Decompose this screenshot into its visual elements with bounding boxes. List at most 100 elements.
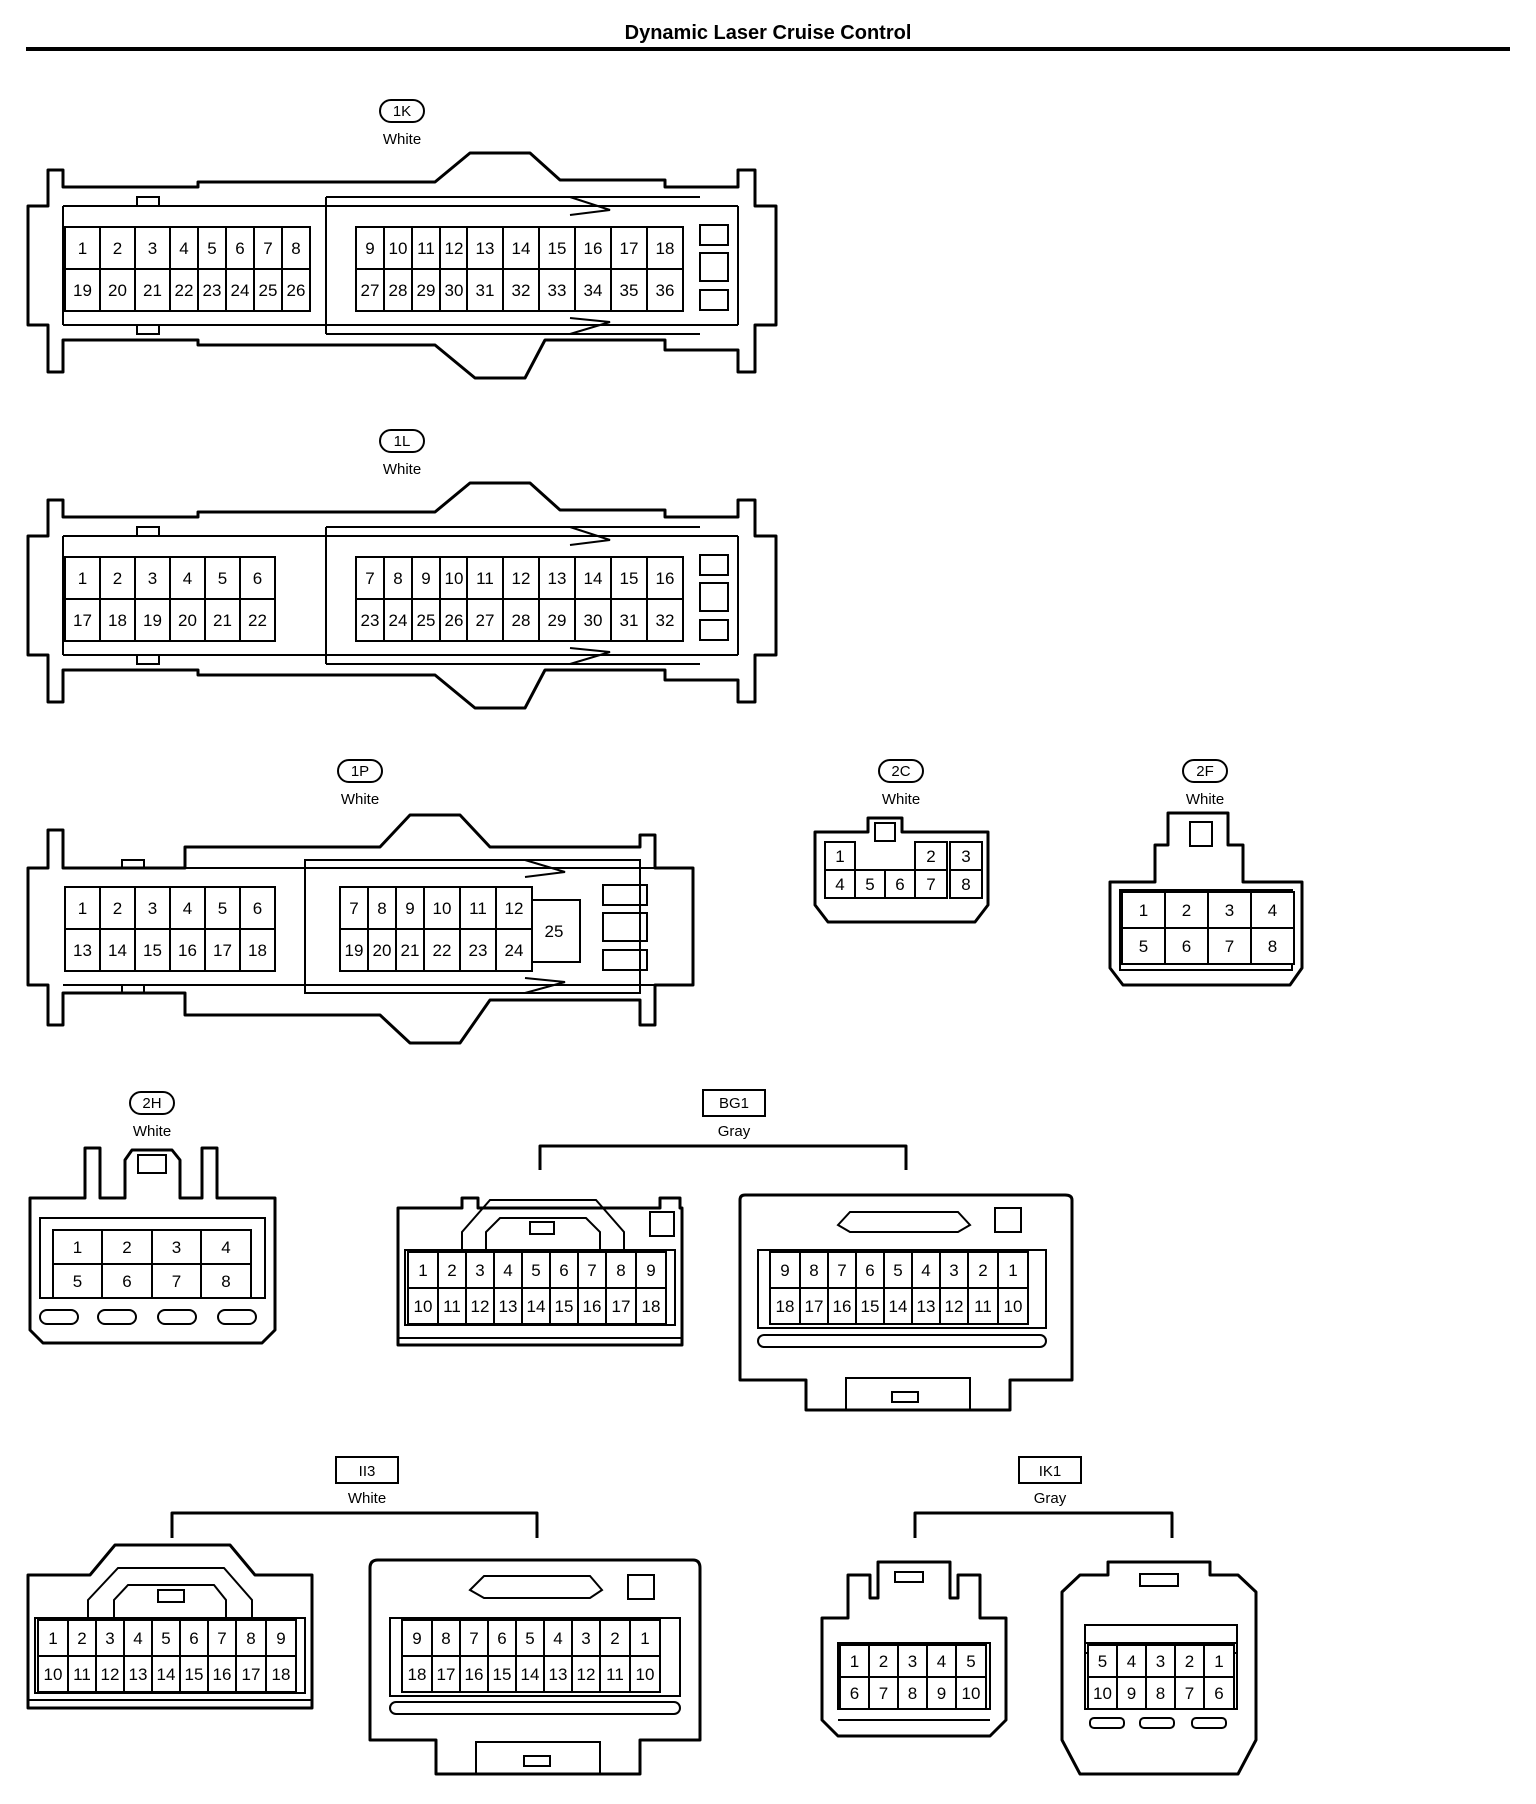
1p-pin-8: 8	[367, 886, 397, 930]
1k-pin-7: 7	[253, 226, 283, 270]
ii3-left-pin-3: 3	[95, 1619, 125, 1657]
1l-pin-24: 24	[383, 598, 413, 642]
pin-label: 9	[646, 1261, 655, 1280]
pin-label: 3	[961, 847, 970, 866]
pin-label: 13	[73, 941, 92, 960]
pin-label: 18	[656, 239, 675, 258]
pin-label: 13	[549, 1665, 568, 1684]
connector-2h: 2H White	[28, 1091, 277, 1345]
1p-pin-13: 13	[64, 928, 101, 972]
pin-label: 12	[577, 1665, 596, 1684]
pin-label: 11	[606, 1665, 624, 1684]
label-ii3: II3 White	[170, 1456, 539, 1538]
pin-label: 8	[441, 1629, 450, 1648]
2h-pin-1: 1	[52, 1229, 103, 1265]
pin-label: 6	[189, 1629, 198, 1648]
pin-label: 7	[469, 1629, 478, 1648]
1l-pin-22: 22	[239, 598, 276, 642]
pin-label: 11	[476, 569, 494, 588]
connector-id: 2H	[142, 1095, 161, 1112]
pin-label: 10	[962, 1684, 981, 1703]
ii3-right-pin-3: 3	[571, 1619, 601, 1657]
connector-id: 2C	[891, 763, 910, 780]
pin-label: 5	[531, 1261, 540, 1280]
1p-pin-10: 10	[423, 886, 461, 930]
pin-label: 15	[555, 1297, 574, 1316]
bg1-left-pin-15: 15	[549, 1287, 579, 1325]
pin-label: 15	[620, 569, 639, 588]
pin-label: 3	[148, 239, 157, 258]
bg1-left-pin-13: 13	[493, 1287, 523, 1325]
1k-pin-10: 10	[383, 226, 413, 270]
1l-pin-10: 10	[439, 556, 469, 600]
pin-label: 1	[835, 847, 844, 866]
pin-label: 3	[1156, 1652, 1165, 1671]
ii3-left-pin-7: 7	[207, 1619, 237, 1657]
connector-1k: 1K White	[26, 99, 778, 380]
ik1-left-pin-6: 6	[839, 1676, 870, 1710]
ii3-left-pin-4: 4	[123, 1619, 153, 1657]
1p-pin-18: 18	[239, 928, 276, 972]
bg1-right-pin-2: 2	[967, 1251, 999, 1289]
pin-label: 28	[389, 281, 408, 300]
bg1-right-pin-5: 5	[883, 1251, 913, 1289]
pin-label: 16	[465, 1665, 484, 1684]
ii3-right-pin-1: 1	[629, 1619, 661, 1657]
pin-label: 5	[218, 899, 227, 918]
pin-label: 8	[616, 1261, 625, 1280]
1p-pin-7: 7	[339, 886, 369, 930]
pin-label: 21	[143, 281, 162, 300]
housing-1l	[26, 481, 778, 710]
pin-label: 4	[503, 1261, 512, 1280]
bg1-left-pin-2: 2	[437, 1251, 467, 1289]
ik1-left-pin-3: 3	[897, 1644, 928, 1678]
ii3-right-pin-18: 18	[401, 1655, 433, 1693]
pin-label: 7	[879, 1684, 888, 1703]
pin-label: 10	[389, 239, 408, 258]
1p-pin-9: 9	[395, 886, 425, 930]
pin-label: 1	[640, 1629, 649, 1648]
bg1-right-pin-10: 10	[997, 1287, 1029, 1325]
bg1-right-pin-6: 6	[855, 1251, 885, 1289]
1k-pin-29: 29	[411, 268, 441, 312]
bg1-right-pin-1: 1	[997, 1251, 1029, 1289]
ii3-right-pin-10: 10	[629, 1655, 661, 1693]
pin-label: 17	[437, 1665, 456, 1684]
pin-label: 8	[1156, 1684, 1165, 1703]
connector-1l: 1L White	[26, 429, 778, 710]
connector-1p: 1P White 25	[26, 759, 695, 1045]
ii3-left-pin-12: 12	[95, 1655, 125, 1693]
pin-label: 12	[505, 899, 524, 918]
pin-label: 4	[183, 899, 192, 918]
pin-label: 24	[389, 611, 408, 630]
ii3-left-pin-16: 16	[207, 1655, 237, 1693]
1l-pin-15: 15	[610, 556, 648, 600]
pin-label: 3	[148, 899, 157, 918]
ik1-right-pin-7: 7	[1174, 1676, 1205, 1710]
1k-pin-20: 20	[99, 268, 136, 312]
pin-label: 29	[417, 281, 436, 300]
bg1-right-pin-4: 4	[911, 1251, 941, 1289]
pin-label: 11	[443, 1297, 461, 1316]
pin-label: 8	[291, 239, 300, 258]
ik1-right-pin-10: 10	[1087, 1676, 1118, 1710]
connector-id: IK1	[1039, 1463, 1062, 1480]
connector-color: White	[1186, 791, 1224, 808]
2h-pin-4: 4	[200, 1229, 252, 1265]
bg1-left-pin-5: 5	[521, 1251, 551, 1289]
pin-label: 23	[469, 941, 488, 960]
ik1-right-pin-5: 5	[1087, 1644, 1118, 1678]
pin-label: 21	[401, 941, 420, 960]
bg1-left-pin-17: 17	[605, 1287, 637, 1325]
ik1-left-pin-4: 4	[926, 1644, 957, 1678]
ii3-left-pin-2: 2	[67, 1619, 97, 1657]
1l-pin-30: 30	[574, 598, 612, 642]
pin-label: 35	[620, 281, 639, 300]
pin-label: 4	[221, 1238, 230, 1257]
2c-pin-5: 5	[854, 869, 886, 899]
ii3-right-pin-13: 13	[543, 1655, 573, 1693]
pin-label: 6	[895, 875, 904, 894]
2h-pin-6: 6	[101, 1263, 153, 1299]
connector-ii3: II3 White	[26, 1456, 702, 1776]
